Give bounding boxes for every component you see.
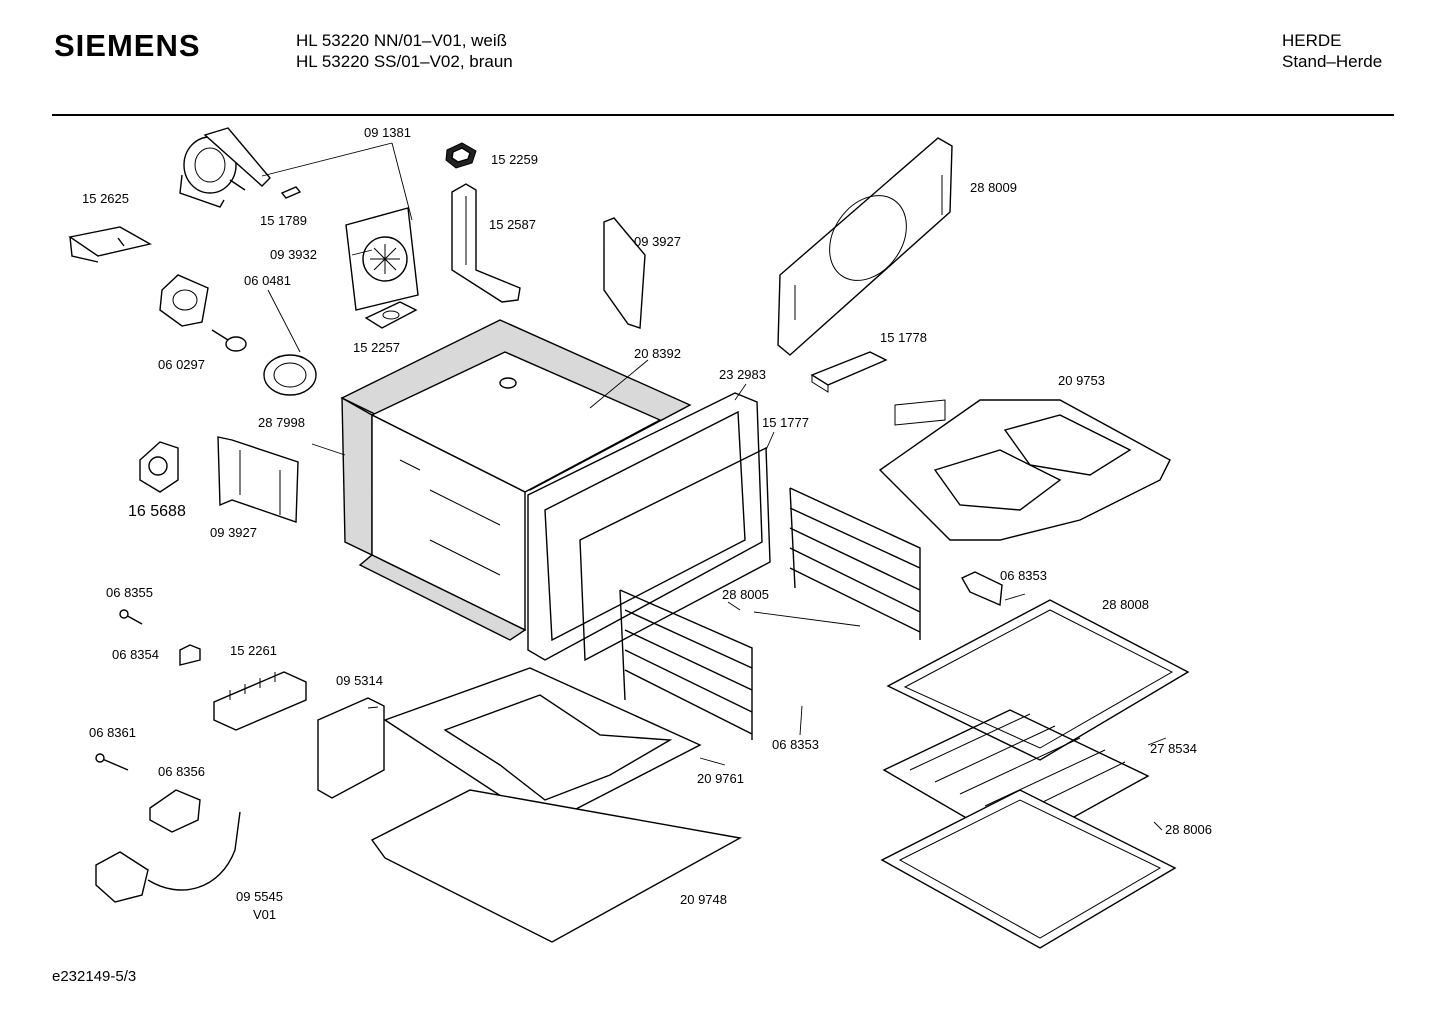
part-number-152261: 15 2261 xyxy=(230,643,277,658)
part-number-095545: 09 5545 xyxy=(236,889,283,904)
part-number-068353-bottom: 06 8353 xyxy=(772,737,819,752)
oven-cavity-part xyxy=(340,319,692,641)
part-number-152259: 15 2259 xyxy=(491,152,538,167)
baking-tray-part xyxy=(886,599,1190,761)
part-number-232983: 23 2983 xyxy=(719,367,766,382)
part-number-068354: 06 8354 xyxy=(112,647,159,662)
part-number-209753: 20 9753 xyxy=(1058,373,1105,388)
part-number-288009: 28 8009 xyxy=(970,180,1017,195)
fan-motor-part xyxy=(179,127,271,208)
part-number-068356: 06 8356 xyxy=(158,764,205,779)
variant-label-v01: V01 xyxy=(253,907,277,922)
part-number-278534: 27 8534 xyxy=(1150,741,1197,756)
part-number-060297: 06 0297 xyxy=(158,357,205,372)
side-bracket-part xyxy=(217,436,299,523)
clip-part xyxy=(280,186,302,199)
fan-cover-part xyxy=(345,207,419,311)
part-number-288008: 28 8008 xyxy=(1102,597,1149,612)
screw-parts xyxy=(95,609,143,771)
part-number-091381: 09 1381 xyxy=(364,125,411,140)
part-number-068361: 06 8361 xyxy=(89,725,136,740)
door-seal-part xyxy=(579,446,771,662)
bottom-plate-part xyxy=(370,789,743,943)
lamp-cover-part xyxy=(263,354,317,396)
brand-logo: SIEMENS xyxy=(54,28,201,63)
part-number-288005: 28 8005 xyxy=(722,587,769,602)
door-frame-part xyxy=(527,392,763,661)
deep-tray-part xyxy=(880,789,1177,949)
switch-bracket-part xyxy=(317,697,385,799)
leader-lines xyxy=(261,142,1167,831)
category-line-1: HERDE xyxy=(1282,31,1342,50)
terminal-block-part xyxy=(213,671,307,731)
bottom-heater-part xyxy=(383,667,702,826)
right-rack-part xyxy=(789,487,921,640)
part-number-068355: 06 8355 xyxy=(106,585,153,600)
part-number-093927-top: 09 3927 xyxy=(634,234,681,249)
model-line-1: HL 53220 NN/01–V01, weiß xyxy=(296,31,508,50)
gasket-part xyxy=(364,301,418,329)
part-number-152257: 15 2257 xyxy=(353,340,400,355)
category-line-2: Stand–Herde xyxy=(1282,52,1383,71)
part-number-152587: 15 2587 xyxy=(489,217,536,232)
header-divider xyxy=(52,114,1394,116)
duct-part xyxy=(451,183,521,303)
hinge-plate-part xyxy=(603,217,646,329)
document-id: e232149-5/3 xyxy=(52,968,137,985)
part-number-152625: 15 2625 xyxy=(82,191,129,206)
grommet-part xyxy=(445,142,477,169)
small-bracket-part xyxy=(961,571,1003,607)
part-number-151778: 15 1778 xyxy=(880,330,927,345)
part-number-209761: 20 9761 xyxy=(697,771,744,786)
part-number-208392: 20 8392 xyxy=(634,346,681,361)
part-number-287998: 28 7998 xyxy=(258,415,305,430)
part-number-095314: 09 5314 xyxy=(336,673,383,688)
model-line-2: HL 53220 SS/01–V02, braun xyxy=(296,52,513,71)
lamp-bulb-part xyxy=(211,329,247,352)
part-number-068353-top: 06 8353 xyxy=(1000,568,1047,583)
left-rack-part xyxy=(619,589,753,740)
part-number-060481: 06 0481 xyxy=(244,273,291,288)
lamp-holder-part xyxy=(159,274,209,327)
top-heater-part xyxy=(878,399,1171,541)
bracket-part xyxy=(68,226,152,263)
part-number-093927-side: 09 3927 xyxy=(210,525,257,540)
part-number-288006: 28 8006 xyxy=(1165,822,1212,837)
part-number-165688: 16 5688 xyxy=(128,503,186,520)
part-number-151777: 15 1777 xyxy=(762,415,809,430)
thermostat-part xyxy=(139,441,179,493)
deflector-part xyxy=(810,351,888,393)
clip-bracket-part xyxy=(179,644,201,666)
part-number-093932: 09 3932 xyxy=(270,247,317,262)
part-number-151789: 15 1789 xyxy=(260,213,307,228)
part-number-209748: 20 9748 xyxy=(680,892,727,907)
cable-box-part xyxy=(149,789,201,833)
rear-panel-part xyxy=(777,137,953,356)
power-cable-part xyxy=(95,811,241,903)
